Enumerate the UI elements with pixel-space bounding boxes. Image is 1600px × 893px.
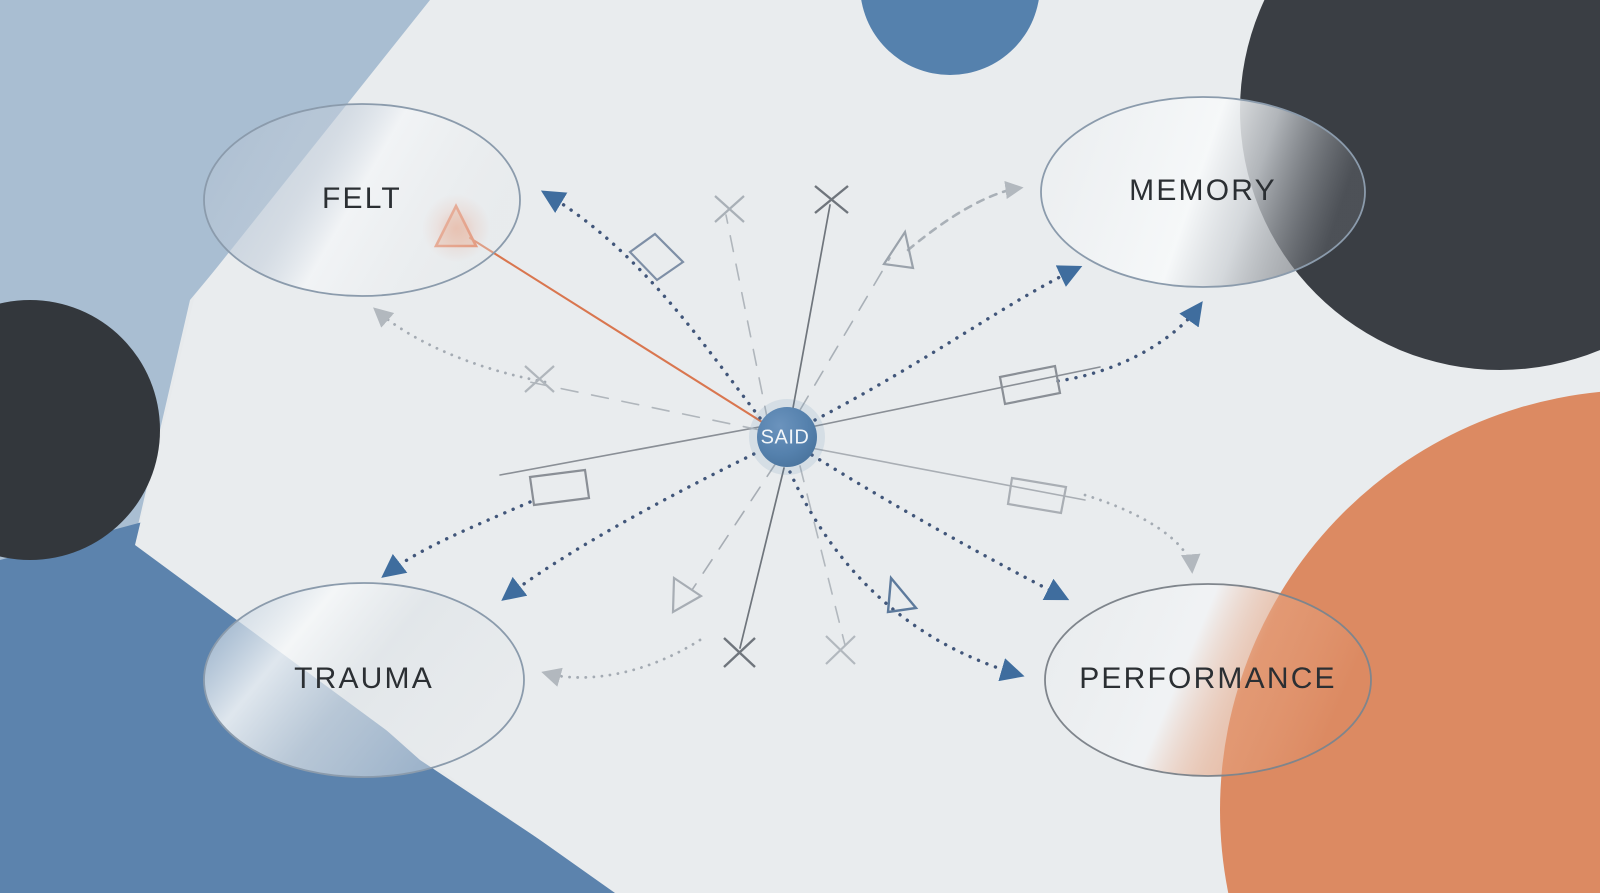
node-memory-ellipse[interactable] [1040, 96, 1366, 288]
spoke-solid-s [739, 467, 785, 649]
spoke-dashed-sse [799, 465, 846, 646]
spoke-solid-se [805, 446, 1086, 501]
edge-center-to-memory-dotted-2 [1056, 301, 1203, 383]
node-performance-ellipse[interactable] [1044, 583, 1372, 777]
edge-trauma-curve-dotted [381, 500, 532, 578]
node-center-said[interactable]: SAID [749, 399, 825, 475]
node-felt-label: FELT [322, 182, 402, 215]
edge-felt-coral-link [468, 236, 764, 424]
diamond-marker-icon [628, 232, 685, 282]
center-node-circle[interactable] [757, 407, 817, 467]
spoke-solid-nw [499, 424, 771, 476]
bg-circle-top-blue [861, 0, 1039, 75]
spoke-dashed-ssw [691, 462, 777, 591]
edge-layer [373, 180, 1203, 687]
x-marker-bottom-right-icon [825, 635, 856, 665]
node-performance-label: PERFORMANCE [1079, 662, 1337, 695]
edge-memory-dashed [906, 180, 1024, 252]
node-memory-label: MEMORY [1129, 174, 1277, 207]
triangle-marker-upper-right-icon [882, 229, 915, 270]
node-performance[interactable]: PERFORMANCE [1044, 583, 1372, 777]
spoke-dashed-nne [799, 257, 891, 411]
bg-circle-bottom-right-orange [1220, 392, 1600, 893]
rect-marker-west-icon [528, 468, 591, 507]
triangle-marker-lower-left-icon [671, 575, 704, 614]
edge-trauma-return-dotted [541, 638, 702, 687]
triangle-marker-lower-right-icon [886, 574, 919, 614]
bg-circle-top-right-dark [1240, 0, 1600, 370]
node-layer: FELT MEMORY TRAUMA PERFORMANCE SAID [203, 96, 1372, 778]
node-felt[interactable]: FELT [203, 103, 521, 297]
x-marker-bottom-center-icon [723, 637, 756, 668]
node-trauma[interactable]: TRAUMA [203, 582, 525, 778]
spoke-dashed-nnw [725, 214, 769, 423]
node-felt-ellipse[interactable] [203, 103, 521, 297]
spoke-dashed-w [519, 379, 761, 431]
rect-marker-southeast-icon [1006, 476, 1068, 515]
node-trauma-label: TRAUMA [294, 662, 434, 695]
spoke-solid-n [792, 204, 831, 409]
x-marker-top-center-icon [814, 185, 849, 214]
bg-circle-left-dark [0, 300, 160, 560]
edge-center-to-trauma-dotted [501, 448, 764, 601]
spoke-solid-ne [805, 366, 1101, 429]
x-marker-west-icon [524, 365, 555, 393]
edge-felt-return-dotted [373, 307, 547, 384]
edge-center-to-memory-dotted [813, 265, 1083, 422]
node-memory[interactable]: MEMORY [1040, 96, 1366, 288]
x-marker-top-left-icon [714, 195, 745, 223]
rect-marker-northeast-icon [998, 364, 1062, 406]
center-node-label: SAID [761, 426, 810, 448]
node-trauma-ellipse[interactable] [203, 582, 525, 778]
